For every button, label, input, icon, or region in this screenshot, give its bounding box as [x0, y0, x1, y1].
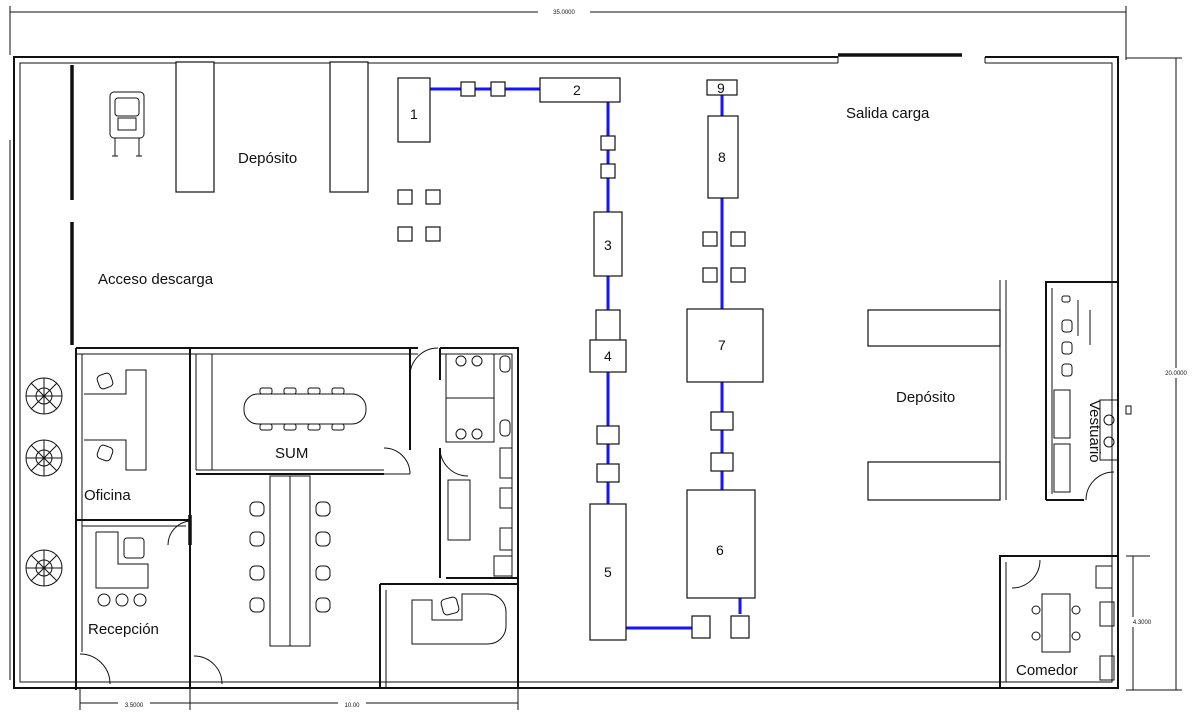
tree-icon: [25, 377, 63, 415]
pallet-group: [702, 231, 746, 283]
dimension-sum-width: 10.00: [190, 688, 519, 710]
oficina-label: Oficina: [84, 487, 131, 504]
conference-table: [243, 387, 367, 431]
outer-walls: [9, 53, 1119, 689]
dimension-total-height: 20.0000: [1126, 57, 1198, 691]
comedor-room: Comedor: [999, 555, 1118, 688]
dimension-label-comedor: 4.3000: [1133, 620, 1152, 626]
doors: [79, 347, 1115, 685]
deposit-top: Depósito: [175, 61, 369, 193]
deposit-right-label: Depósito: [896, 389, 955, 406]
dimension-comedor-height: 4.3000: [1125, 555, 1159, 690]
station-9: 9: [706, 79, 738, 96]
office-desk: [84, 369, 147, 471]
svg-text:4: 4: [604, 348, 612, 364]
shelf-rack: [175, 61, 215, 193]
dimension-label-office: 3.5000: [125, 703, 144, 709]
sum-label: SUM: [275, 445, 308, 462]
station-3: 3: [593, 211, 623, 277]
vestuario-label: Vestuario: [1086, 400, 1103, 463]
deposit-top-label: Depósito: [238, 150, 297, 167]
tree-icon: [25, 549, 63, 587]
office-block-walls: [75, 347, 519, 690]
dimension-total-width: 35.0000: [9, 6, 1127, 60]
transfer-units: [460, 81, 750, 639]
svg-text:3: 3: [604, 237, 612, 253]
vestuario-room: Vestuario: [1045, 281, 1132, 501]
svg-text:7: 7: [718, 337, 726, 353]
station-4: 4: [589, 309, 627, 373]
reception-desk: [95, 531, 149, 607]
station-1: 1: [397, 77, 431, 143]
salida-carga-label: Salida carga: [846, 105, 930, 122]
svg-text:2: 2: [573, 82, 581, 98]
kitchenette: [447, 447, 513, 577]
dimension-label-height: 20.0000: [1165, 371, 1187, 377]
svg-text:6: 6: [716, 542, 724, 558]
comedor-label: Comedor: [1016, 662, 1078, 679]
deposit-right: Depósito: [867, 280, 1007, 501]
svg-text:5: 5: [604, 564, 612, 580]
bathroom-fixtures: [445, 353, 511, 443]
dimension-label-width: 35.0000: [553, 10, 575, 16]
station-8: 8: [707, 115, 739, 199]
svg-text:9: 9: [717, 80, 725, 96]
station-5: 5: [589, 503, 627, 641]
acceso-descarga-label: Acceso descarga: [98, 271, 214, 288]
svg-text:1: 1: [410, 106, 418, 122]
dimension-office-width: 3.5000: [79, 688, 191, 710]
pallet-group: [397, 189, 441, 242]
station-2: 2: [539, 77, 621, 103]
curved-desk: [411, 593, 507, 645]
recepcion-label: Recepción: [88, 621, 159, 638]
shelf-rack: [329, 61, 369, 193]
station-6: 6: [686, 489, 756, 599]
dimension-label-sum: 10.00: [344, 703, 360, 709]
work-table: [249, 475, 331, 647]
tree-icon: [25, 439, 63, 477]
station-7: 7: [686, 308, 764, 383]
forklift-icon: [109, 91, 145, 157]
svg-text:8: 8: [718, 149, 726, 165]
